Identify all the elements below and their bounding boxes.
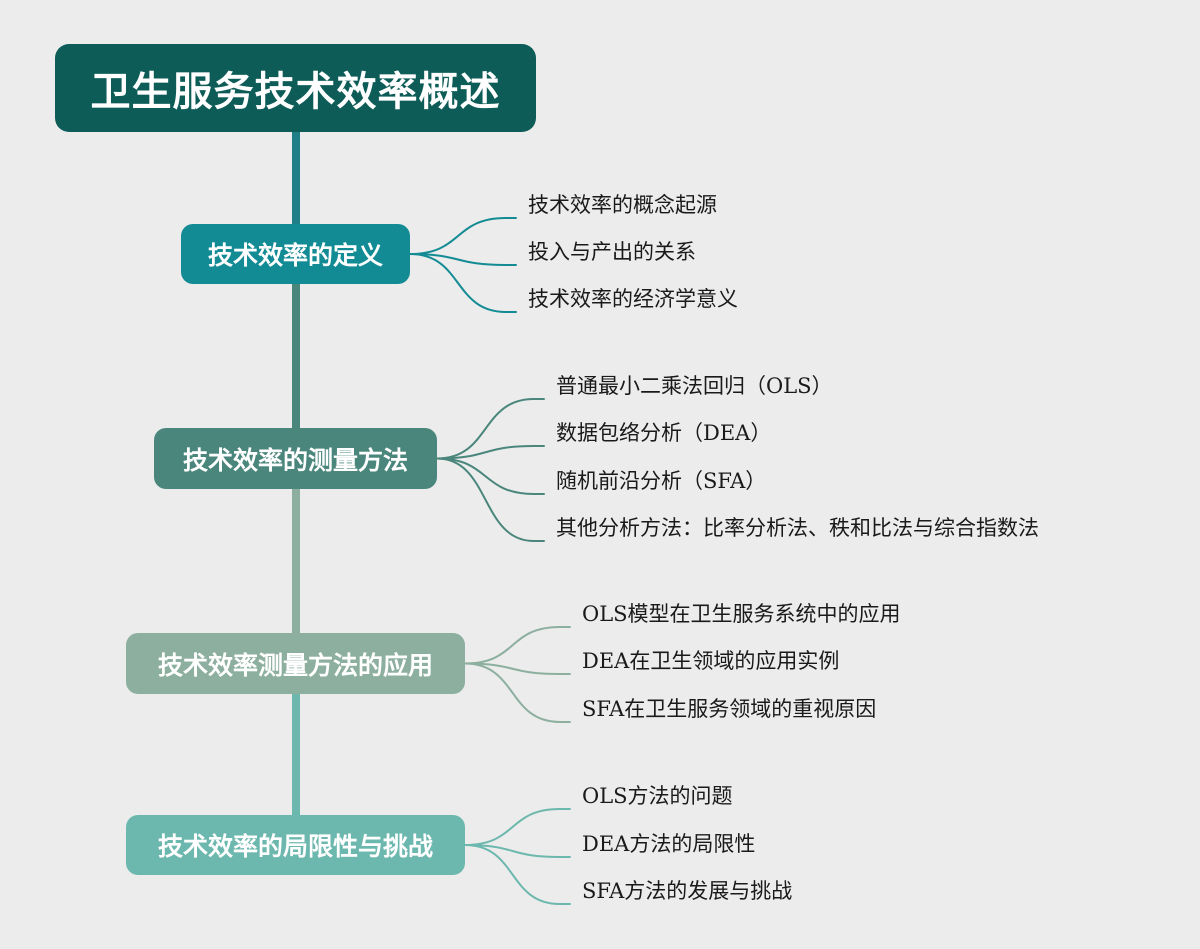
leaf-connector (436, 457, 545, 542)
root-title: 卫生服务技术效率概述 (90, 69, 501, 115)
leaf-item[interactable]: 数据包络分析（DEA） (556, 421, 772, 445)
branch-label: 技术效率测量方法的应用 (157, 650, 433, 680)
root-node[interactable]: 卫生服务技术效率概述 (55, 44, 536, 132)
leaf-item[interactable]: DEA在卫生领域的应用实例 (582, 649, 840, 673)
leaf-connector (436, 398, 545, 460)
leaf-item[interactable]: 其他分析方法：比率分析法、秩和比法与综合指数法 (556, 516, 1039, 540)
leaf-item[interactable]: SFA在卫生服务领域的重视原因 (582, 697, 877, 721)
leaf-item[interactable]: OLS方法的问题 (582, 784, 733, 808)
leaf-connector (464, 808, 571, 846)
leaf-item[interactable]: 普通最小二乘法回归（OLS） (556, 374, 833, 398)
leaf-connector (464, 662, 571, 675)
leaf-item[interactable]: 投入与产出的关系 (528, 240, 696, 264)
branch-label: 技术效率的局限性与挑战 (157, 832, 433, 861)
leaf-connector (409, 253, 517, 313)
leaf-connector (436, 445, 545, 460)
leaf-connector (436, 457, 545, 495)
leaf-connector (464, 626, 571, 665)
leaf-connector (464, 844, 571, 858)
leaf-item[interactable]: 技术效率的经济学意义 (528, 287, 738, 311)
leaf-item[interactable]: 技术效率的概念起源 (528, 193, 717, 217)
leaf-item[interactable]: 随机前沿分析（SFA） (556, 469, 767, 493)
leaf-connector (464, 844, 571, 905)
leaf-connector (409, 253, 517, 266)
branch-label: 技术效率的测量方法 (182, 445, 408, 475)
leaf-connector (464, 662, 571, 723)
leaf-item[interactable]: SFA方法的发展与挑战 (582, 879, 793, 903)
leaf-item[interactable]: OLS模型在卫生服务系统中的应用 (582, 602, 901, 626)
branch-limitations-challenges[interactable]: 技术效率的局限性与挑战 (126, 815, 465, 875)
branch-method-applications[interactable]: 技术效率测量方法的应用 (126, 633, 465, 694)
branch-definition[interactable]: 技术效率的定义 (181, 224, 410, 284)
branch-label: 技术效率的定义 (207, 241, 383, 270)
leaf-connector (409, 217, 517, 255)
branch-measurement-methods[interactable]: 技术效率的测量方法 (154, 428, 437, 489)
leaf-item[interactable]: DEA方法的局限性 (582, 832, 756, 856)
